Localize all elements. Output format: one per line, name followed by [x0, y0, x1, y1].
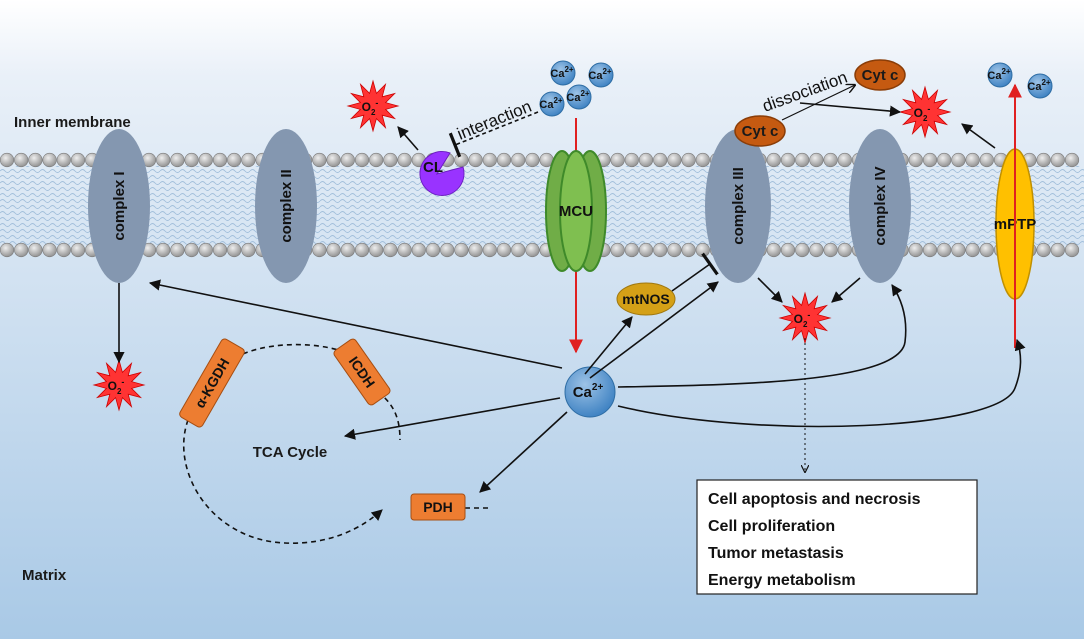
- cl-to-ros-arrow: [397, 126, 419, 151]
- icdh-enzyme: ICDH: [333, 338, 391, 406]
- ca-to-mtnos-arrow: [584, 316, 633, 375]
- ca-to-tca-arrow: [343, 397, 561, 440]
- ca-to-complex-3-arrow: [589, 281, 719, 379]
- cyt-c-to-ros-arrow: [799, 102, 902, 117]
- complex-1-label: complex I: [111, 171, 128, 240]
- complex-2-label: complex II: [278, 169, 295, 242]
- cyt-c-released: Cyt c: [854, 59, 906, 91]
- outcome-2: Cell proliferation: [708, 518, 835, 535]
- cl-label: CL: [423, 159, 443, 176]
- cyt-c-membrane: Cyt c: [734, 115, 786, 147]
- ca-ion-5: Ca2+: [987, 62, 1013, 88]
- ca-ion-4: Ca2+: [566, 84, 592, 110]
- cyt-c-label-2: Cyt c: [862, 67, 899, 84]
- mcu-label: MCU: [559, 203, 593, 220]
- complex-1: complex I: [88, 129, 150, 283]
- complex-4: complex IV: [849, 129, 911, 283]
- inner-membrane-label: Inner membrane: [14, 114, 131, 131]
- pdh-enzyme: PDH: [410, 493, 466, 521]
- ca-ion-6: Ca2+: [1027, 73, 1053, 99]
- ca-ion-hub: Ca2+: [564, 366, 616, 418]
- pdh-label: PDH: [423, 499, 453, 515]
- matrix-label: Matrix: [22, 567, 67, 584]
- ca-ion-1: Ca2+: [550, 60, 576, 86]
- mcu-channel: MCU: [545, 150, 607, 272]
- complex-3: complex III: [705, 129, 771, 283]
- cyt-c-label-1: Cyt c: [742, 123, 779, 140]
- mtnos: mtNOS: [616, 282, 676, 316]
- complex-3-to-ros-arrow: [757, 277, 783, 303]
- tca-cycle-label: TCA Cycle: [253, 444, 327, 461]
- ros-burst-cl: O2-: [346, 79, 400, 133]
- ca-cl-interaction-arrow: [448, 111, 539, 158]
- complex-2: complex II: [255, 129, 317, 283]
- outcome-4: Energy metabolism: [708, 572, 856, 589]
- cyt-c-dissociation-arrow: [781, 85, 855, 121]
- cardiolipin: CL: [419, 150, 465, 196]
- ca-to-mptp-arrow: [617, 338, 1026, 428]
- ros-burst-cyt-c: O2-: [898, 85, 952, 139]
- mtnos-label: mtNOS: [622, 291, 669, 307]
- inner-membrane-bilayer: [0, 152, 1084, 258]
- outcomes-box: Cell apoptosis and necrosis Cell prolife…: [696, 479, 978, 595]
- mptp-to-ros-arrow: [961, 123, 996, 149]
- mtnos-inhibits-complex-3: [671, 252, 719, 292]
- complex-3-label: complex III: [730, 167, 747, 245]
- outcome-3: Tumor metastasis: [708, 545, 844, 562]
- ca-ion-3: Ca2+: [539, 91, 565, 117]
- outcome-1: Cell apoptosis and necrosis: [708, 491, 921, 508]
- ca-to-complex-4-arrow: [617, 284, 907, 388]
- ca-ion-2: Ca2+: [588, 62, 614, 88]
- ca-to-pdh-arrow: [479, 411, 568, 493]
- ros-burst-complex-1: O2-: [92, 358, 146, 412]
- ca-to-complex-1-arrow: [148, 279, 563, 369]
- complex-4-to-ros-arrow: [831, 277, 861, 303]
- complex-4-label: complex IV: [872, 166, 889, 245]
